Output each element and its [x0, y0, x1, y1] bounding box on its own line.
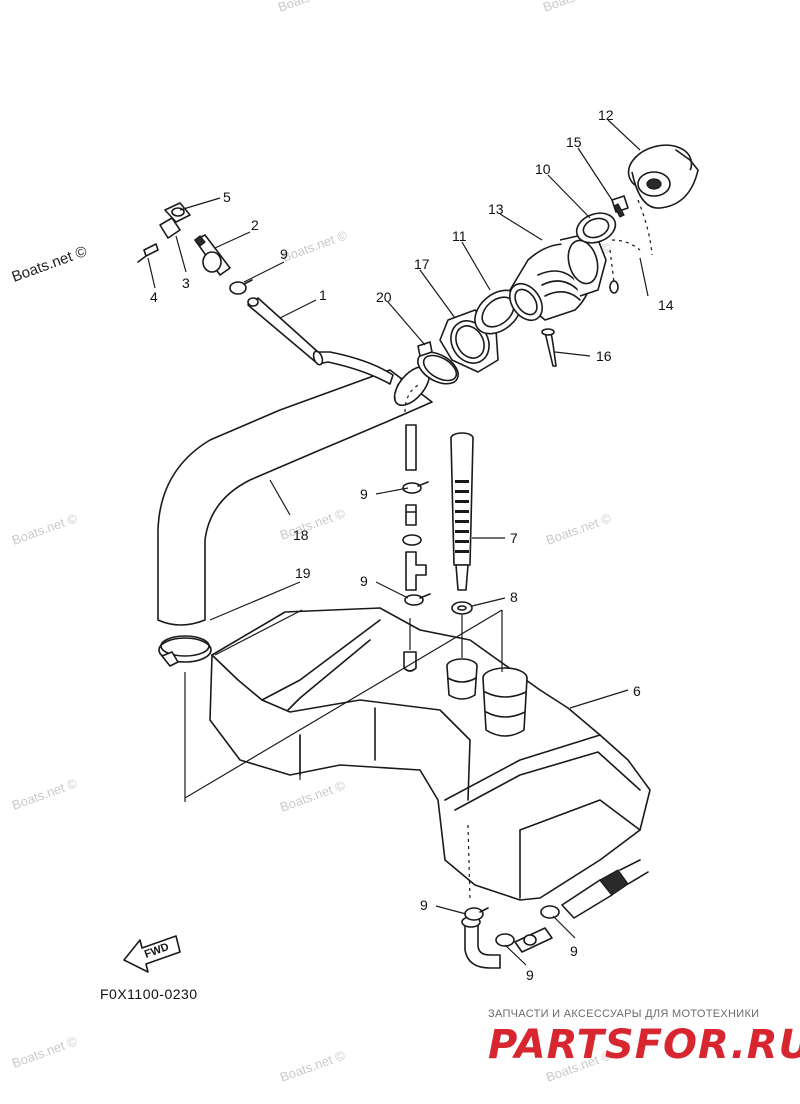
joint-2[interactable] [194, 234, 231, 276]
tee-joint[interactable] [405, 551, 427, 591]
diagram-code: F0X1100-0230 [100, 986, 198, 1002]
callout-15: 15 [566, 134, 582, 150]
fuel-cap[interactable] [623, 138, 699, 209]
grommet[interactable] [451, 601, 473, 615]
callout-17: 17 [414, 256, 430, 272]
watermark: Boats.net © [541, 0, 611, 15]
cap-chain[interactable] [609, 199, 653, 294]
watermark: Boats.net © [278, 777, 348, 815]
hose-clamp[interactable] [404, 593, 431, 606]
joint-lower[interactable] [514, 927, 553, 953]
fuel-strainer-tube[interactable] [450, 432, 474, 591]
callout-18: 18 [293, 527, 309, 543]
watermarks: Boats.net © Boats.net © Boats.net © Boat… [10, 0, 614, 1085]
callout-1: 1 [319, 287, 327, 303]
callout-9: 9 [420, 897, 428, 913]
hose-clamp[interactable] [229, 279, 253, 295]
callout-11: 11 [452, 228, 467, 244]
callout-20: 20 [376, 289, 392, 305]
callout-16: 16 [596, 348, 612, 364]
fuel-tank[interactable] [209, 607, 651, 901]
callout-19: 19 [295, 565, 311, 581]
callout-14: 14 [658, 297, 674, 313]
callout-10: 10 [535, 161, 551, 177]
callout-3: 3 [182, 275, 190, 291]
cap-screw[interactable] [611, 195, 629, 218]
leader-lines [147, 119, 649, 966]
hose-clamp[interactable] [464, 907, 489, 921]
watermark: Boats.net © [544, 510, 614, 548]
watermark-dark: Boats.net © [10, 243, 90, 286]
watermark: Boats.net © [276, 0, 346, 15]
watermark: Boats.net © [10, 775, 80, 813]
callout-4: 4 [150, 289, 158, 305]
watermark: Boats.net © [280, 227, 350, 265]
filler-hose-clamp[interactable] [412, 341, 463, 390]
hose-clamp[interactable] [402, 481, 429, 494]
callout-12: 12 [598, 107, 614, 123]
watermark: Boats.net © [10, 1033, 80, 1071]
watermark: Boats.net © [10, 510, 80, 548]
tank-filler-neck [482, 667, 528, 737]
hose-clamp[interactable] [540, 905, 560, 919]
hose-joint[interactable] [405, 504, 417, 526]
watermark: Boats.net © [278, 1047, 348, 1085]
callout-6: 6 [633, 683, 641, 699]
callouts: 1 2 3 4 5 6 7 8 9 9 9 9 9 9 10 11 12 13 … [150, 107, 674, 983]
elbow-joint[interactable] [461, 916, 501, 969]
outlet-hose[interactable] [561, 859, 649, 919]
callout-9: 9 [280, 246, 288, 262]
check-valve-5[interactable] [164, 202, 191, 223]
assembly-guide-lines [184, 609, 503, 802]
forward-direction-arrow: FWD [120, 930, 184, 983]
callout-8: 8 [510, 589, 518, 605]
breather-hose[interactable] [247, 297, 394, 385]
tank-vent-neck [446, 658, 478, 700]
hose-band-clamp[interactable] [158, 635, 212, 667]
pin[interactable] [541, 328, 557, 367]
vent-hose [405, 424, 417, 471]
callout-5: 5 [223, 189, 231, 205]
filler-hose[interactable] [157, 361, 436, 626]
brand-tagline: ЗАПЧАСТИ И АКСЕССУАРЫ ДЛЯ МОТОТЕХНИКИ [488, 1008, 760, 1020]
brand-logo[interactable]: PARTSFOR.RU [488, 1022, 800, 1068]
hose-clamp[interactable] [495, 933, 515, 947]
callout-13: 13 [488, 201, 504, 217]
hose-clamp[interactable] [402, 534, 422, 546]
callout-2: 2 [251, 217, 259, 233]
callout-9: 9 [360, 573, 368, 589]
callout-9: 9 [570, 943, 578, 959]
drain-dashed-line [467, 824, 471, 901]
filler-gasket[interactable] [467, 281, 530, 342]
callout-9: 9 [526, 967, 534, 983]
screw-4[interactable] [137, 243, 159, 263]
callout-7: 7 [510, 530, 518, 546]
filler-neck[interactable] [503, 231, 607, 326]
cap-gasket[interactable] [572, 208, 619, 248]
callout-9: 9 [360, 486, 368, 502]
clip-3[interactable] [159, 217, 181, 239]
